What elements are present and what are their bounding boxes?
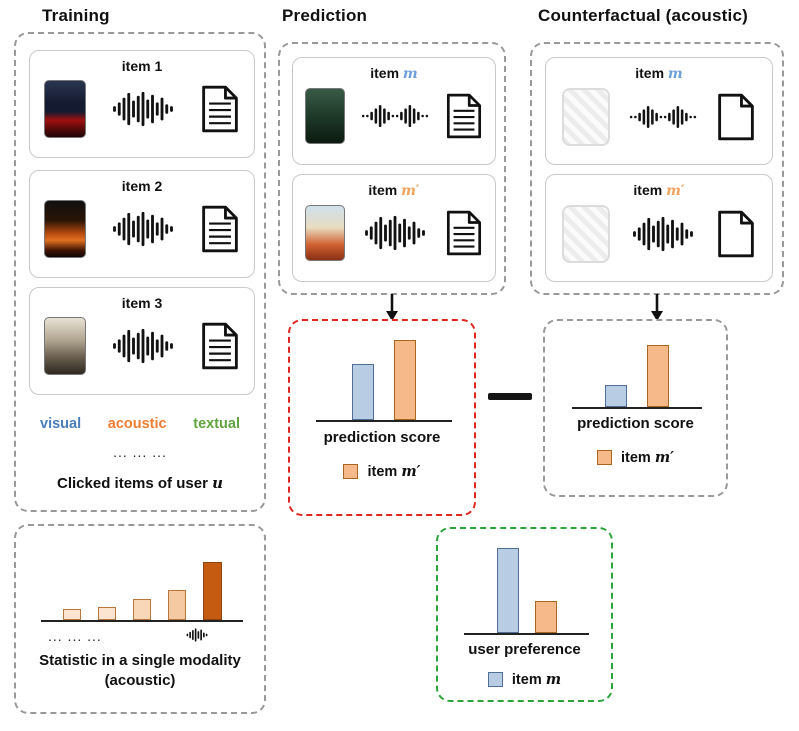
counterfactual-score-panel: prediction score item m′ (543, 319, 728, 497)
training-item-2-modalities (30, 194, 254, 258)
item-m-prime-variable: m′ (666, 183, 685, 199)
waveform-icon (109, 210, 177, 248)
document-icon (200, 85, 240, 133)
prediction-item-m-modalities (293, 82, 495, 144)
item-m-variable: m (667, 66, 683, 82)
counterfactual-item-m-prime-modalities (546, 199, 772, 263)
training-section-title: Training (42, 6, 110, 25)
document-icon (445, 210, 483, 256)
prediction-item-m-prime-label: item m′ (293, 182, 495, 199)
legend-text: item m′ (367, 463, 421, 480)
prediction-section-title: Prediction (282, 6, 368, 25)
document-icon (200, 322, 240, 370)
modality-legend-row: visual acoustic textual (16, 416, 264, 432)
modality-visual-label: visual (40, 416, 82, 432)
waveform-dashed-icon (629, 98, 697, 136)
training-item-3-label: item 3 (121, 295, 163, 311)
document-icon (200, 205, 240, 253)
counterfactual-score-chart (572, 333, 702, 409)
counterfactual-score-label: prediction score (577, 415, 694, 432)
statistic-ellipsis: ... ... ... (48, 628, 102, 644)
waveform-icon-small (174, 624, 220, 646)
training-item-1-modalities (30, 74, 254, 138)
training-item-1-card: item 1 (29, 50, 255, 158)
modality-textual-label: textual (193, 416, 240, 432)
blanked-visual-placeholder (562, 88, 610, 146)
factual-score-chart (316, 333, 452, 422)
waveform-dashed-icon (361, 97, 429, 135)
item-m-prime-variable: m′ (401, 463, 421, 480)
prediction-item-m-label: item m (293, 65, 495, 82)
legend-text: item m (511, 671, 562, 688)
factual-score-legend: item m′ (290, 463, 474, 480)
item-m-variable: m (402, 66, 418, 82)
blanked-visual-placeholder (562, 205, 610, 263)
prediction-panel: item m item m′ (278, 42, 506, 295)
training-item-2-card: item 2 (29, 170, 255, 278)
movie-poster-item-1 (44, 80, 86, 138)
statistic-caption-line1: Statistic in a single modality (39, 652, 241, 669)
movie-poster-item-m-prime (305, 205, 345, 261)
user-preference-legend: item m (438, 671, 611, 688)
prediction-item-m-prime-modalities (293, 199, 495, 261)
movie-poster-item-m (305, 88, 345, 144)
movie-poster-item-3 (44, 317, 86, 375)
legend-swatch-orange (596, 450, 612, 465)
training-item-3-modalities (30, 311, 254, 375)
training-item-3-card: item 3 (29, 287, 255, 395)
item-m-variable: m (545, 671, 562, 688)
counterfactual-panel: item m item m′ (530, 42, 784, 295)
user-preference-chart (464, 537, 589, 635)
waveform-icon (109, 327, 177, 365)
prediction-item-m-card: item m (292, 57, 496, 165)
document-icon (445, 93, 483, 139)
counterfactual-down-arrow-icon (651, 294, 663, 321)
item-label-prefix: item (635, 65, 668, 81)
user-preference-panel: user preference item m (436, 527, 613, 702)
training-item-1-label: item 1 (121, 58, 163, 74)
statistic-bar-chart (41, 542, 243, 622)
factual-score-label: prediction score (323, 429, 441, 446)
training-panel: item 1 item 2 item 3 visual acoustic tex… (14, 32, 266, 512)
counterfactual-item-m-label: item m (546, 65, 772, 82)
blank-document-icon (716, 93, 756, 141)
item-label-prefix: item (633, 182, 667, 198)
minus-operator (488, 393, 532, 400)
blank-document-icon (716, 210, 756, 258)
legend-text: item m′ (620, 449, 674, 466)
statistic-panel: ... ... ... Statistic in a single modali… (14, 524, 266, 714)
counterfactual-item-m-card: item m (545, 57, 773, 165)
counterfactual-item-m-prime-card: item m′ (545, 174, 773, 282)
factual-score-panel: prediction score item m′ (288, 319, 476, 516)
prediction-down-arrow-icon (386, 294, 398, 321)
user-u-variable: u (212, 474, 223, 492)
statistic-caption-line2: (acoustic) (104, 672, 176, 689)
counterfactual-section-title: Counterfactual (acoustic) (538, 6, 748, 25)
training-ellipsis: ... ... ... (113, 444, 167, 460)
training-caption: Clicked items of user u (16, 474, 264, 492)
item-m-prime-variable: m′ (401, 183, 420, 199)
item-m-prime-variable: m′ (654, 449, 674, 466)
item-label-prefix: item (368, 182, 402, 198)
legend-swatch-orange (343, 464, 359, 479)
prediction-item-m-prime-card: item m′ (292, 174, 496, 282)
item-label-prefix: item (370, 65, 403, 81)
waveform-icon (361, 214, 429, 252)
legend-swatch-blue (487, 672, 503, 687)
counterfactual-item-m-prime-label: item m′ (546, 182, 772, 199)
counterfactual-item-m-modalities (546, 82, 772, 146)
training-caption-text: Clicked items of user (57, 475, 213, 492)
modality-acoustic-label: acoustic (107, 416, 167, 432)
waveform-icon (629, 215, 697, 253)
waveform-icon (109, 90, 177, 128)
training-item-2-label: item 2 (121, 178, 163, 194)
user-preference-label: user preference (468, 641, 581, 658)
movie-poster-item-2 (44, 200, 86, 258)
counterfactual-score-legend: item m′ (545, 449, 726, 466)
